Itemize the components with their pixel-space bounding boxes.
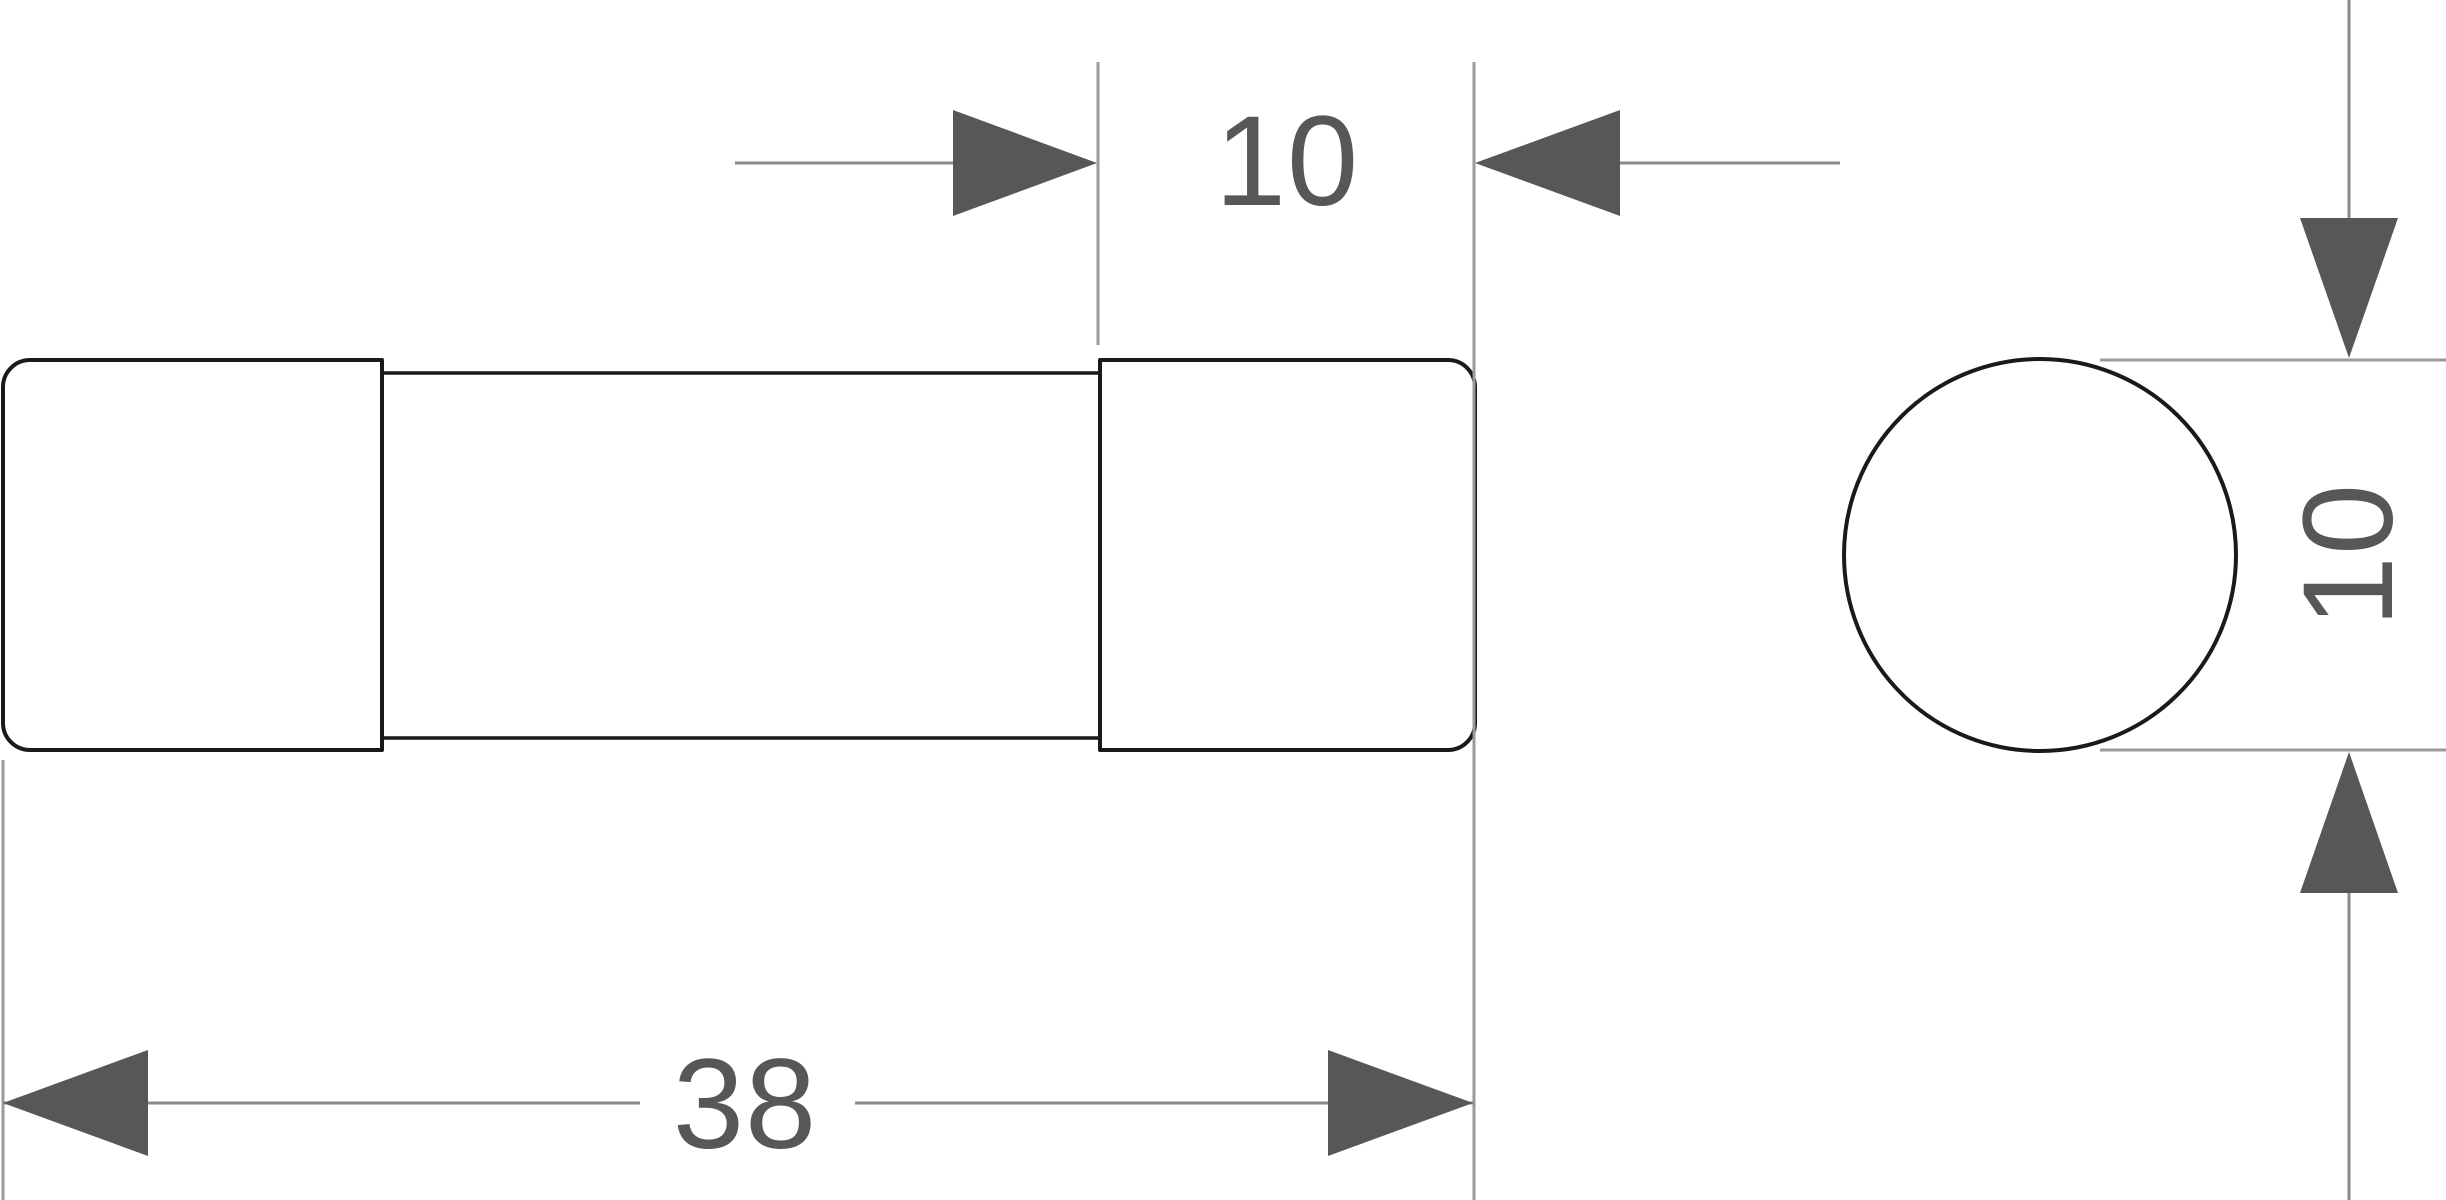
end-view-group [1842, 357, 2238, 753]
dim-value-overall-length: 38 [673, 1033, 817, 1176]
arrow-head-diameter-top [2300, 218, 2398, 358]
arrow-head-overall-right [1328, 1050, 1473, 1156]
arrow-head-diameter-bottom [2300, 752, 2398, 893]
fuse-glass-body [378, 371, 1102, 740]
arrow-head-cap-right [1475, 110, 1620, 216]
arrow-head-cap-left [953, 110, 1097, 216]
fuse-end-circle [1842, 357, 2238, 753]
left-end-cap [1, 358, 384, 752]
dim-value-body-diameter: 10 [2277, 483, 2420, 627]
dim-value-cap-length: 10 [1215, 90, 1359, 233]
arrow-head-overall-left [3, 1050, 148, 1156]
dimension-body-diameter: 10 [2100, 0, 2446, 1200]
right-end-cap [1098, 358, 1477, 752]
dimension-overall-length: 38 [1, 345, 1476, 1200]
side-view-group [1, 358, 1477, 752]
dimension-cap-length: 10 [735, 62, 1840, 345]
